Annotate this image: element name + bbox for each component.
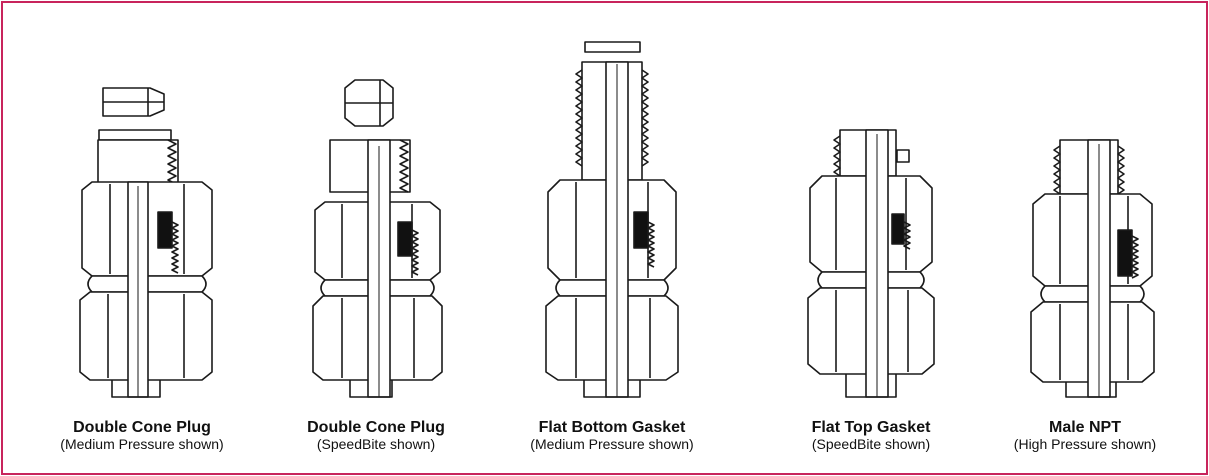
- caption-subtitle: (Medium Pressure shown): [60, 436, 224, 452]
- caption-title: Flat Bottom Gasket: [538, 419, 686, 436]
- caption-fitting-2: Double Cone Plug (SpeedBite shown): [256, 419, 496, 453]
- fitting-1-double-cone-plug-icon: [79, 87, 213, 398]
- fitting-2-double-cone-plug-speedbite-icon: [312, 79, 443, 398]
- caption-subtitle: (SpeedBite shown): [811, 436, 931, 452]
- caption-title: Flat Top Gasket: [811, 419, 931, 436]
- fitting-3-flat-bottom-gasket-icon: [545, 41, 679, 398]
- caption-fitting-1: Double Cone Plug (Medium Pressure shown): [22, 419, 262, 453]
- caption-fitting-3: Flat Bottom Gasket (Medium Pressure show…: [492, 419, 732, 453]
- caption-subtitle: (High Pressure shown): [1013, 436, 1157, 452]
- caption-fitting-5: Male NPT (High Pressure shown): [965, 419, 1205, 453]
- caption-title: Double Cone Plug: [73, 419, 211, 436]
- fitting-5-male-npt-icon: [1030, 139, 1155, 398]
- fitting-4-flat-top-gasket-icon: [807, 129, 935, 398]
- caption-subtitle: (SpeedBite shown): [316, 436, 436, 452]
- caption-subtitle: (Medium Pressure shown): [530, 436, 694, 452]
- caption-title: Double Cone Plug: [307, 419, 445, 436]
- caption-fitting-4: Flat Top Gasket (SpeedBite shown): [751, 419, 991, 453]
- caption-title: Male NPT: [1048, 419, 1121, 436]
